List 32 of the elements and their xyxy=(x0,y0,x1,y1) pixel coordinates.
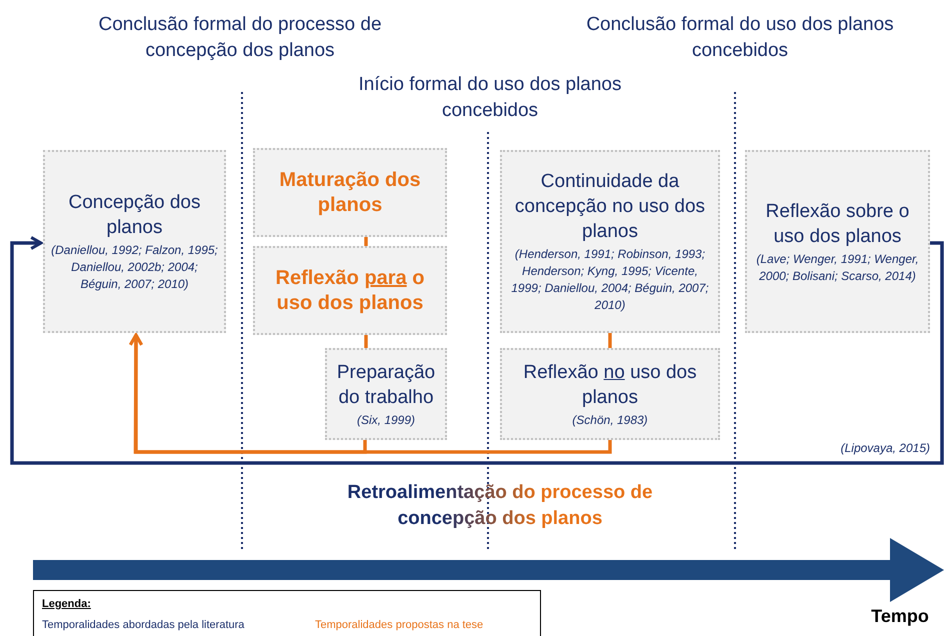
process-box xyxy=(43,150,226,333)
box-title: Reflexão para o uso dos planos xyxy=(274,266,426,316)
process-box xyxy=(745,150,930,333)
connector-line xyxy=(608,333,612,348)
citation: (Lipovaya, 2015) xyxy=(840,440,930,456)
connector-line xyxy=(364,335,368,348)
citation: (Schön, 1983) xyxy=(572,412,648,428)
legend-title: Legenda: xyxy=(42,597,92,611)
process-box xyxy=(325,348,447,440)
box-title: Concepção dos planos xyxy=(67,191,202,240)
process-box xyxy=(500,150,720,333)
process-box xyxy=(253,148,447,237)
connector-line xyxy=(364,237,368,246)
citation: (Henderson, 1991; Robinson, 1993; Henderson; Kyng, 1995; Vicente, 1999; Daniellou, 2004; Béguin, 2007; 2010) xyxy=(510,246,710,314)
box-title: Maturação dos planos xyxy=(278,168,422,218)
heading: Início formal do uso dos planos concebidos xyxy=(358,73,622,123)
citation: (Lave; Wenger, 1991; Wenger, 2000; Bolisani; Scarso, 2014) xyxy=(755,250,920,284)
process-box xyxy=(500,348,720,440)
process-box xyxy=(253,246,447,335)
axis-label: Tempo xyxy=(870,605,930,628)
box-title: Continuidade da concepção no uso dos planos xyxy=(514,170,706,244)
box-title: Preparação do trabalho xyxy=(336,360,436,410)
heading: Conclusão formal do uso dos planos concebidos xyxy=(585,13,895,63)
heading: Conclusão formal do processo de concepção dos planos xyxy=(97,13,383,63)
citation: (Daniellou, 1992; Falzon, 1995; Daniellou, 2002b; 2004; Béguin, 2007; 2010) xyxy=(51,242,218,293)
legend-entry: Temporalidades abordadas pela literatura xyxy=(42,619,244,631)
arrow xyxy=(10,236,944,465)
citation: (Six, 1999) xyxy=(356,412,416,428)
box-title: Reflexão sobre o uso dos planos xyxy=(764,200,910,248)
legend-entry: Temporalidades propostas na tese xyxy=(315,619,484,631)
arrow xyxy=(128,333,612,454)
box-title: Reflexão no uso dos planos xyxy=(522,360,698,410)
